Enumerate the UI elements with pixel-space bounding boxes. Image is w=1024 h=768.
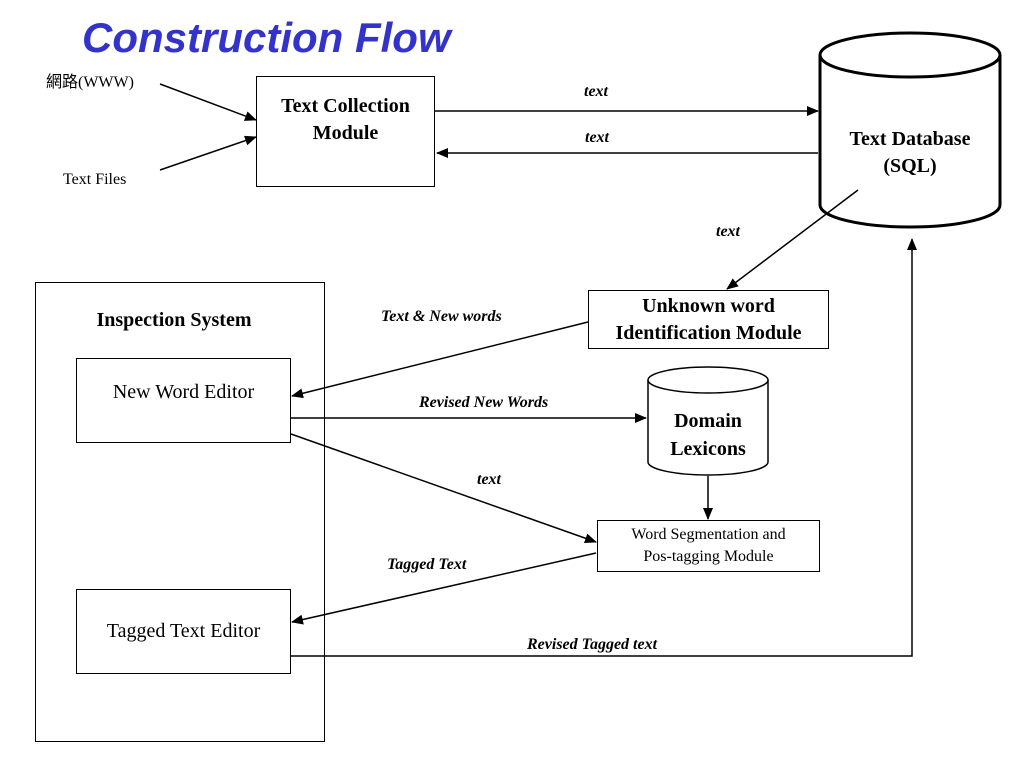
inspection-system-box xyxy=(35,282,325,742)
edge-label-tagged-to-db: Revised Tagged text xyxy=(527,636,658,653)
arrow-files-to-collection xyxy=(159,135,257,171)
domain-lexicons-line2: Lexicons xyxy=(670,438,746,460)
new-word-editor: New Word Editor xyxy=(76,358,291,443)
edge-label-db-to-unknown: text xyxy=(716,223,740,240)
domain-lexicons-cylinder xyxy=(647,366,769,476)
input-www-label: 網路(WWW) xyxy=(46,74,134,91)
text-database-line1: Text Database xyxy=(849,128,971,150)
tagged-text-editor: Tagged Text Editor xyxy=(76,589,291,674)
arrow-tagged-to-db xyxy=(291,238,917,657)
domain-lexicons-line1: Domain xyxy=(674,410,742,432)
edge-label-editor-to-segmentation: text xyxy=(477,471,501,488)
unknown-word-module: Unknown word Identification Module xyxy=(588,290,829,349)
word-segmentation-line2: Pos-tagging Module xyxy=(643,548,774,565)
arrow-unknown-to-editor xyxy=(291,321,589,399)
text-collection-line1: Text Collection xyxy=(281,94,410,117)
text-database-line2: (SQL) xyxy=(883,155,937,177)
edge-label-collection-to-db: text xyxy=(584,83,608,100)
unknown-word-line1: Unknown word xyxy=(642,294,775,317)
text-database-label: Text Database (SQL) xyxy=(820,126,1000,180)
input-text-files-label: Text Files xyxy=(63,171,127,188)
unknown-word-line2: Identification Module xyxy=(615,321,802,344)
arrow-editor-to-segmentation xyxy=(290,433,597,544)
arrow-www-to-collection xyxy=(159,83,257,121)
edge-label-unknown-to-editor: Text & New words xyxy=(381,308,502,325)
text-collection-line2: Module xyxy=(312,121,379,144)
domain-lexicons-label: Domain Lexicons xyxy=(648,407,768,463)
text-collection-module: Text Collection Module xyxy=(256,76,435,187)
arrow-db-to-unknown xyxy=(726,189,859,290)
page-title: Construction Flow xyxy=(82,14,451,61)
inspection-system-label: Inspection System xyxy=(96,309,252,331)
word-segmentation-module: Word Segmentation and Pos-tagging Module xyxy=(597,520,820,572)
edge-label-editor-to-lexicons: Revised New Words xyxy=(419,394,549,411)
word-segmentation-line1: Word Segmentation and xyxy=(631,526,786,543)
edge-label-segmentation-to-tagged: Tagged Text xyxy=(387,556,467,573)
edge-label-db-to-collection: text xyxy=(585,129,609,146)
text-database-cylinder xyxy=(818,31,1002,229)
arrow-segmentation-to-tagged xyxy=(291,552,597,625)
